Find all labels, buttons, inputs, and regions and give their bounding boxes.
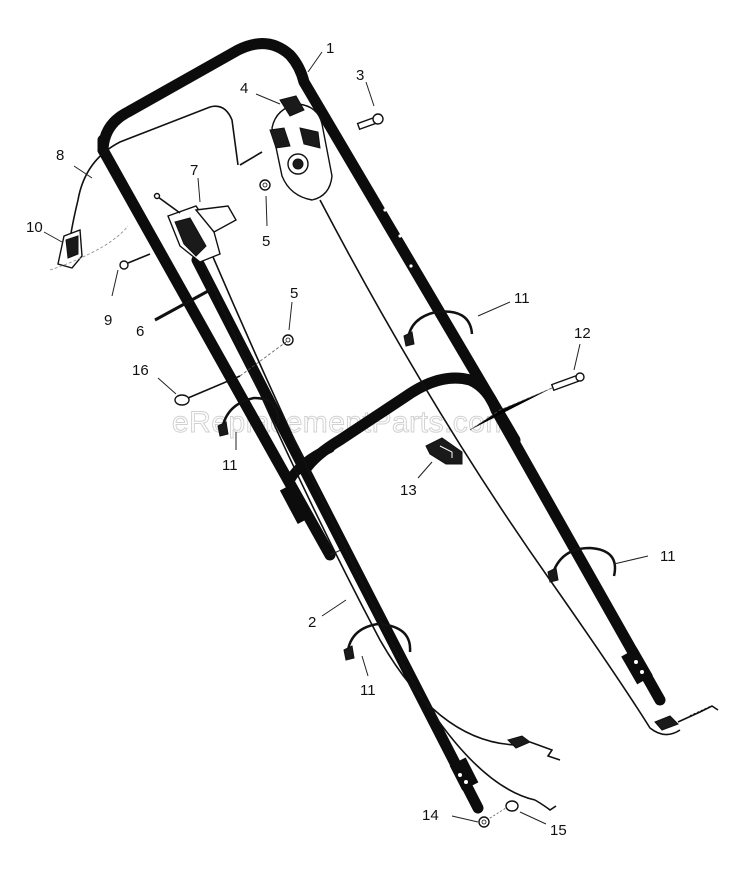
cable-tie-part-11-d: [343, 622, 412, 661]
callout-1: 1: [326, 40, 334, 57]
eye-bolt-part-16: [174, 341, 287, 406]
callout-3: 3: [356, 67, 364, 84]
nut-part-14: [478, 816, 490, 828]
nut-part-5-upper: [259, 179, 271, 191]
callout-10: 10: [26, 219, 43, 236]
callout-16: 16: [132, 362, 149, 379]
knob-part-13: [425, 437, 463, 465]
callout-14: 14: [422, 807, 439, 824]
callout-4: 4: [240, 80, 248, 97]
bolt-part-12: [469, 372, 585, 431]
callout-9: 9: [104, 312, 112, 329]
callout-15: 15: [550, 822, 567, 839]
callout-6: 6: [136, 323, 144, 340]
cable-tie-part-11-c: [547, 546, 617, 583]
callout-labels: 1 2 3 4 5 5 6 7 8 9 10 11 11 11 11 12 13…: [26, 40, 676, 839]
zone-control-part-4: [269, 95, 333, 201]
callout-11-c: 11: [660, 548, 676, 565]
callout-13: 13: [400, 482, 417, 499]
bolt-part-3: [356, 113, 384, 131]
callout-2: 2: [308, 614, 316, 631]
callout-11-a: 11: [514, 290, 530, 307]
cable-ends: [507, 705, 719, 811]
screw-part-9: [119, 253, 151, 270]
callout-5-lower: 5: [290, 285, 298, 302]
cable-tie-part-11-a: [403, 310, 474, 347]
leader-lines: [43, 51, 649, 825]
washer-part-15: [489, 800, 519, 819]
callout-5-upper: 5: [262, 233, 270, 250]
callout-11-b: 11: [222, 457, 238, 474]
leader-6: [154, 288, 211, 322]
lower-handle: [191, 254, 666, 814]
cable-clip-part-10: [49, 225, 129, 271]
callout-12: 12: [574, 325, 591, 342]
cable-tie-part-11-b: [217, 396, 280, 437]
drive-control-part-7: [153, 192, 237, 263]
control-cables: [69, 105, 681, 801]
callout-8: 8: [56, 147, 64, 164]
callout-11-d: 11: [360, 682, 376, 699]
callout-7: 7: [190, 162, 198, 179]
